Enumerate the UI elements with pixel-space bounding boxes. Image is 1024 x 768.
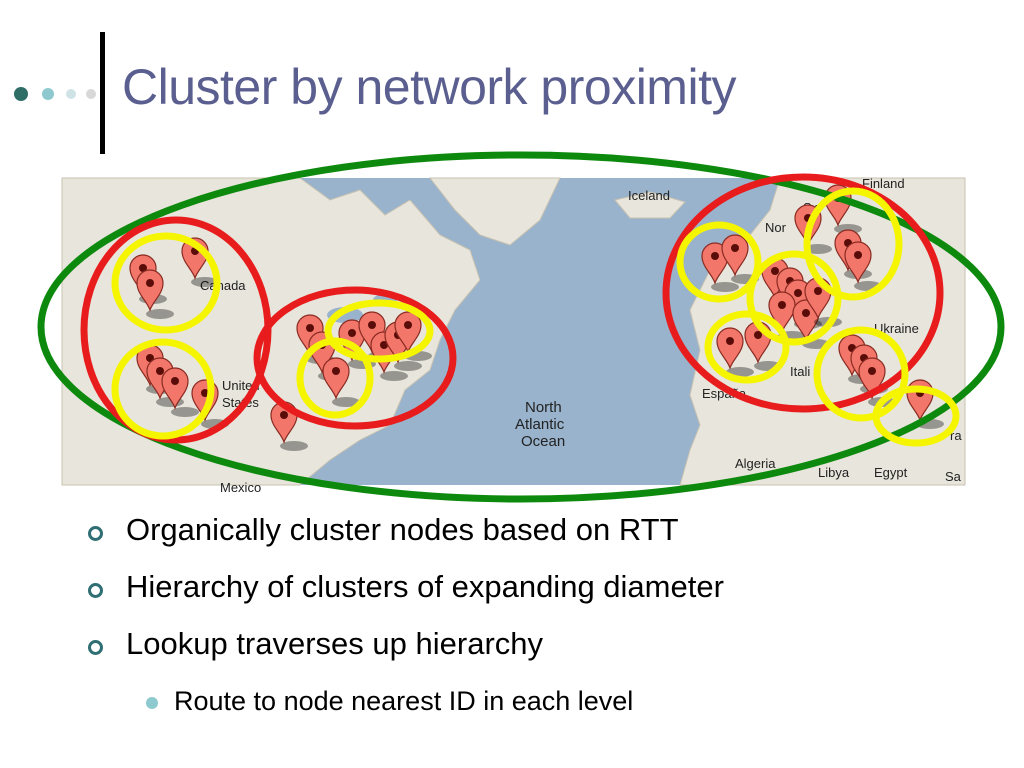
map-label-mexico: Mexico [220, 480, 261, 495]
land-greenland [428, 177, 561, 246]
map-label-libya: Libya [818, 465, 850, 480]
deco-dot [14, 87, 28, 101]
map-label-italy: Itali [790, 364, 810, 379]
inner-cluster-ring [324, 299, 434, 363]
outer-cluster-ring [37, 151, 1005, 503]
deco-dot [42, 88, 54, 100]
map-label-ukraine: Ukraine [874, 321, 919, 336]
deco-dot [66, 89, 76, 99]
map-label-ocean-1: North [525, 399, 562, 416]
mid-cluster-ring [253, 286, 457, 430]
map-label-norway: Nor [765, 220, 787, 235]
map-label-iceland: Iceland [628, 188, 670, 203]
map-label-ocean-2: Atlantic [515, 416, 565, 433]
list-item: Lookup traverses up hierarchy [88, 626, 988, 683]
cluster-map: Iceland Finland Sw Nor Canada United Sta… [0, 140, 1024, 520]
bullet-list: Organically cluster nodes based on RTT H… [88, 512, 988, 716]
inner-cluster-ring [803, 187, 903, 301]
sub-bullet-text: Route to node nearest ID in each level [174, 686, 634, 716]
map-label-algeria: Algeria [735, 456, 776, 471]
inner-cluster-ring [676, 221, 762, 303]
deco-dot [86, 89, 96, 99]
map-label-ocean-3: Ocean [521, 433, 565, 450]
inner-cluster-ring [111, 232, 221, 334]
inner-cluster-ring [872, 385, 960, 447]
inner-cluster-ring [704, 310, 790, 384]
land-iceland [614, 191, 686, 219]
bullet-text: Organically cluster nodes based on RTT [126, 512, 679, 547]
ring-bullet-icon [88, 583, 103, 598]
bullet-text: Hierarchy of clusters of expanding diame… [126, 569, 724, 604]
title-divider [100, 32, 105, 154]
list-item: Hierarchy of clusters of expanding diame… [88, 569, 988, 626]
slide-title: Cluster by network proximity [122, 59, 736, 115]
map-label-finland: Finland [862, 176, 905, 191]
ring-bullet-icon [88, 640, 103, 655]
bullet-text: Lookup traverses up hierarchy [126, 626, 544, 661]
inner-cluster-ring [111, 338, 215, 440]
decorative-dots [14, 85, 104, 105]
map-label-edge-sa: Sa [945, 469, 962, 484]
inner-cluster-ring [813, 326, 909, 422]
list-item: Organically cluster nodes based on RTT [88, 512, 988, 569]
mid-cluster-ring [662, 173, 944, 413]
map-svg: Iceland Finland Sw Nor Canada United Sta… [37, 151, 1005, 503]
dot-bullet-icon [146, 697, 158, 709]
ring-bullet-icon [88, 526, 103, 541]
inner-cluster-ring [296, 337, 374, 419]
map-label-egypt: Egypt [874, 465, 908, 480]
